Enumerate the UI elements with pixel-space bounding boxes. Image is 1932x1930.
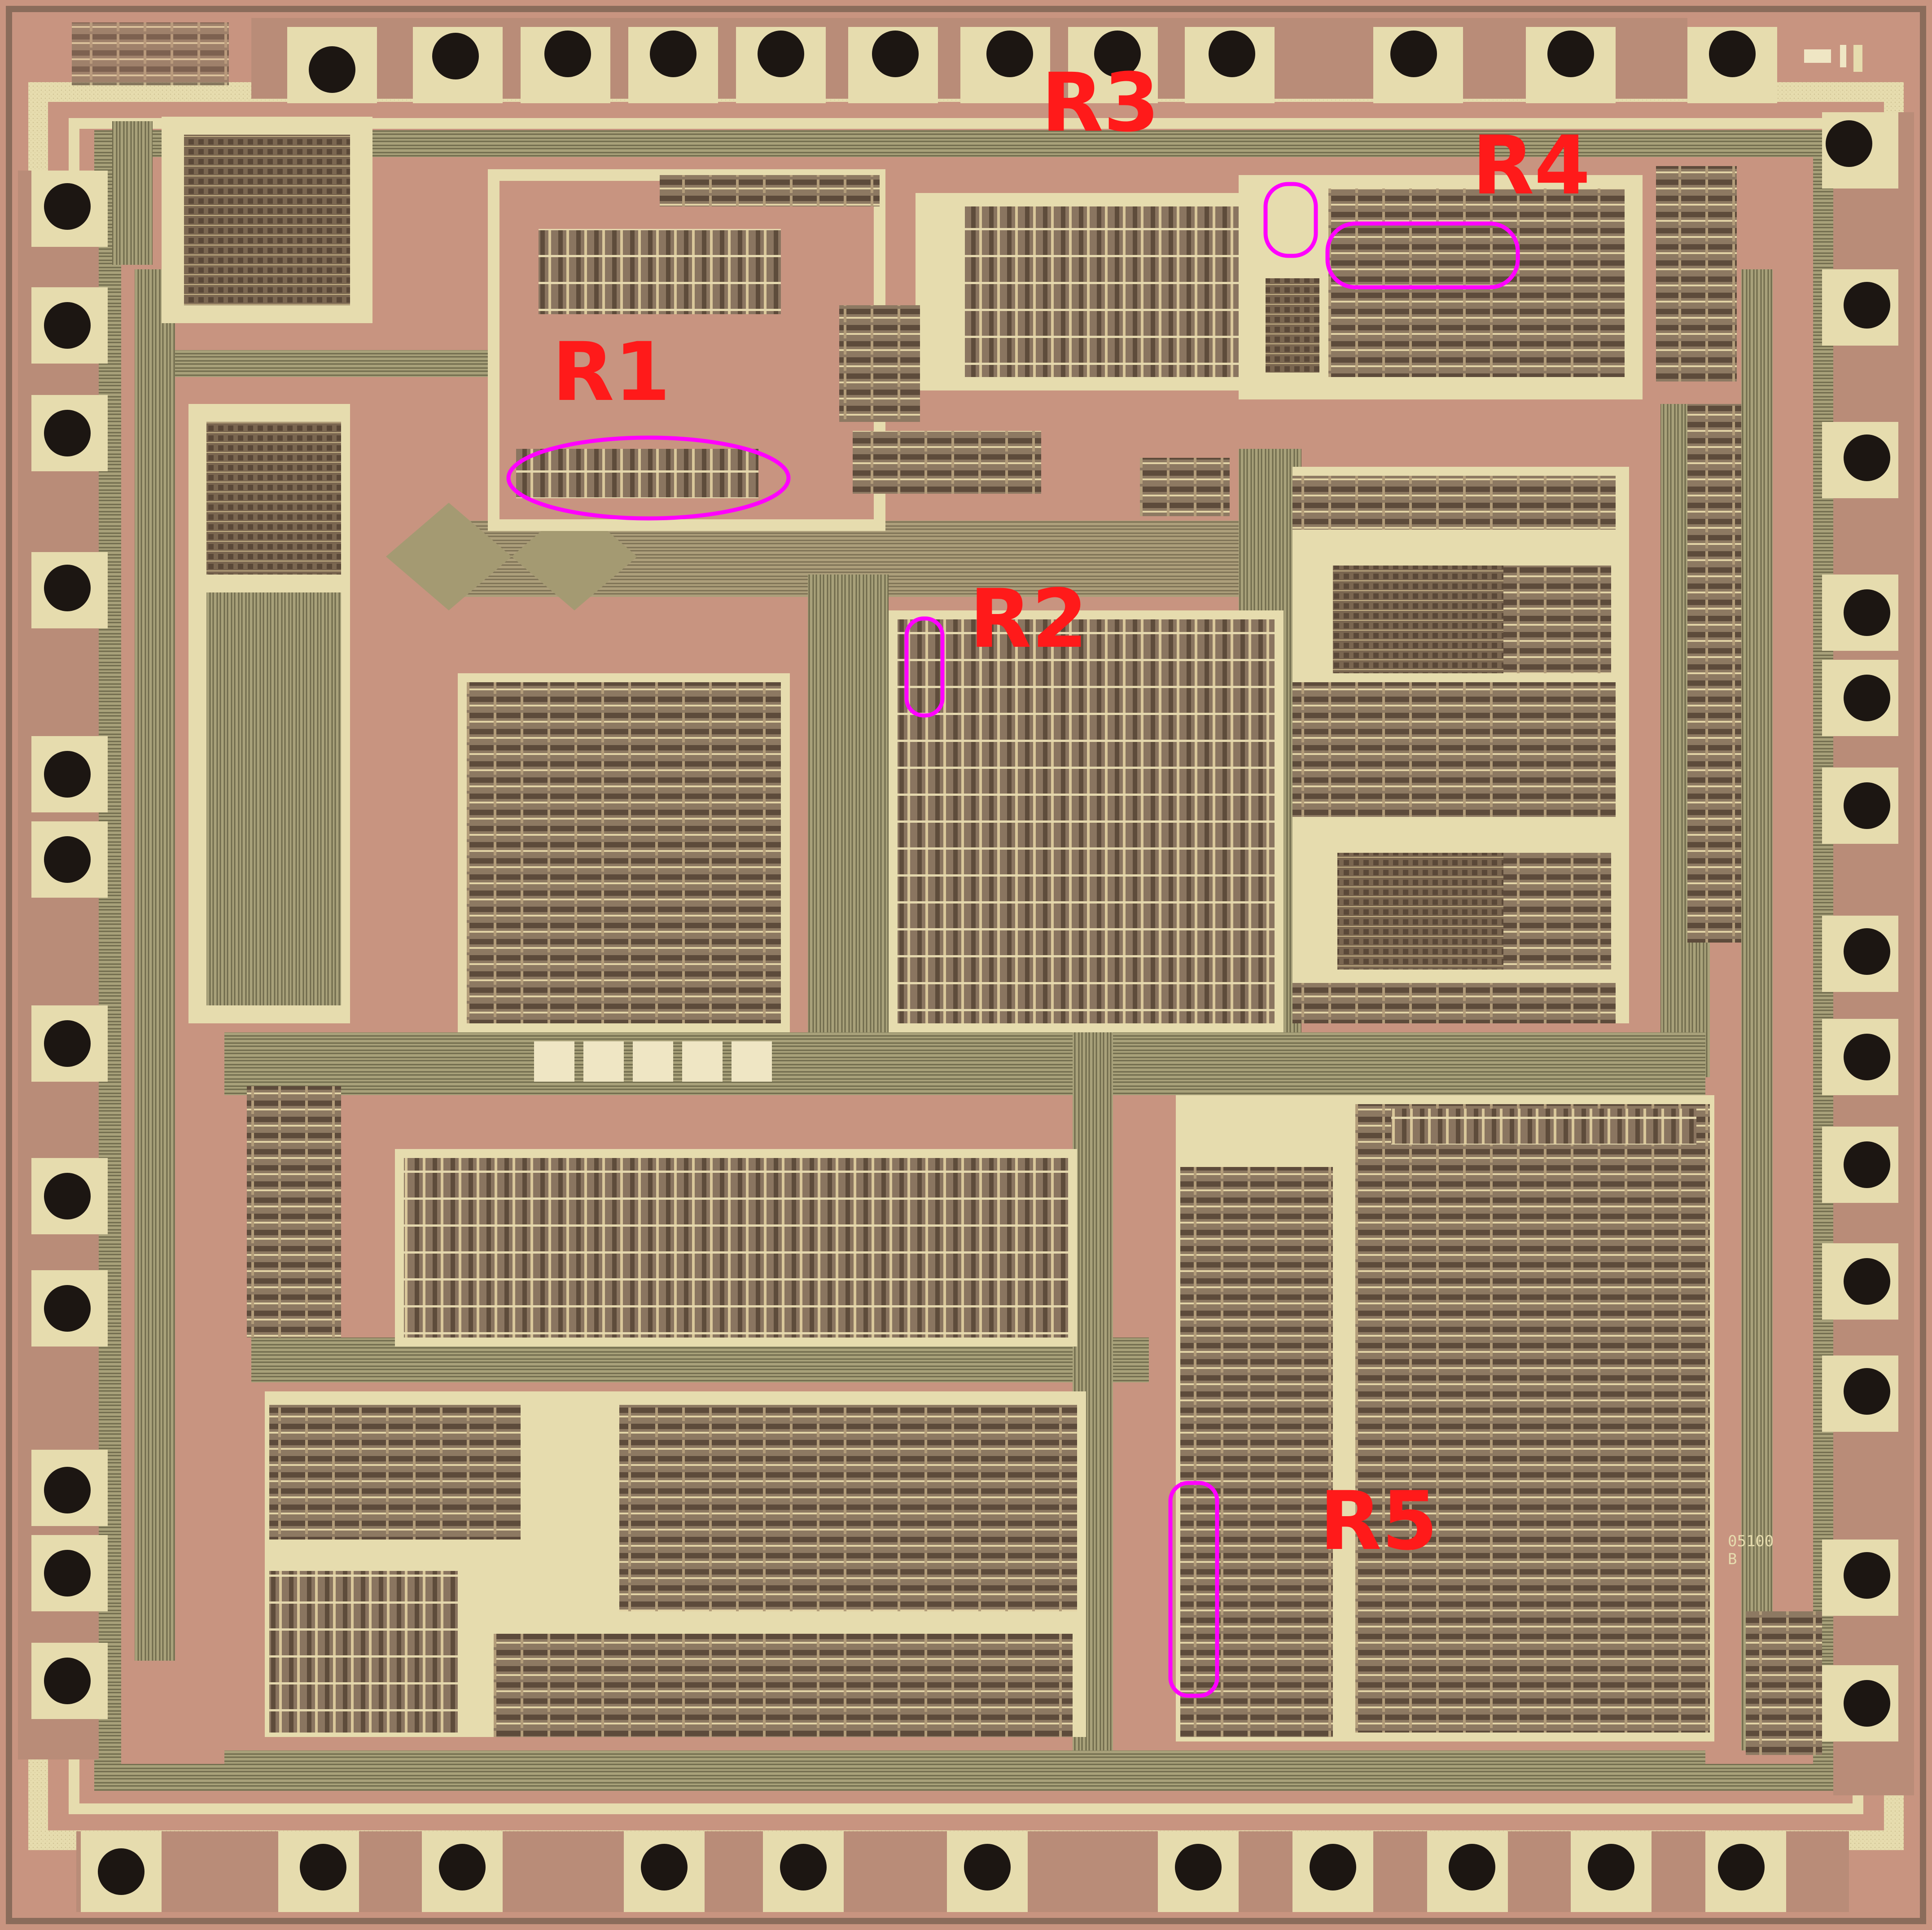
left-upper-array <box>206 422 341 575</box>
r4-highlight-wide <box>1325 221 1520 290</box>
bond-pads-top <box>287 27 1777 103</box>
region-label-r2: R2 <box>969 572 1088 666</box>
top-right-column <box>1656 166 1737 382</box>
bottom-left-array-3 <box>269 1571 458 1733</box>
central-array <box>898 619 1275 1023</box>
bottom-left-array-4 <box>494 1634 1073 1737</box>
top-mark-glyphs <box>72 22 229 85</box>
top-center-side <box>839 305 920 422</box>
r4-highlight-small <box>1263 182 1318 258</box>
top-left-edge-strip <box>112 121 153 265</box>
die-edge <box>6 6 1926 1924</box>
upper-strip <box>660 175 880 206</box>
r1-highlight <box>506 435 791 521</box>
bond-pads-left <box>31 171 108 1719</box>
bottom-left-array-2 <box>619 1405 1077 1611</box>
right-mid-array-2-side <box>1503 853 1611 969</box>
die-markings: 05100 B <box>1728 45 1862 1568</box>
bottom-right-array-left <box>1180 1167 1333 1737</box>
top-left-array <box>184 135 350 305</box>
top-center-small-block <box>1140 458 1230 516</box>
bond-pads-bottom <box>81 1831 1786 1912</box>
region-label-r5: R5 <box>1319 1474 1438 1568</box>
region-highlights <box>506 182 1520 1698</box>
center-left-array <box>467 682 781 1023</box>
bottom-right-array-main <box>1355 1104 1710 1733</box>
region-label-r4: R4 <box>1472 119 1590 213</box>
right-mid-array-1-side <box>1503 566 1611 673</box>
bottom-right-corner-logic <box>1746 1611 1822 1755</box>
right-mid-top-row <box>1292 476 1616 530</box>
region-label-r3: R3 <box>1041 56 1160 150</box>
r1-cell-row <box>516 449 758 498</box>
right-mid-row-2 <box>1292 682 1616 817</box>
top-center-array <box>965 206 1243 377</box>
bottom-left-array-1 <box>269 1405 521 1540</box>
right-mid-array-2 <box>1337 853 1503 969</box>
die-marking-line2: B <box>1728 1550 1737 1568</box>
bond-pads-right <box>1822 112 1898 1741</box>
right-mid-array-1 <box>1333 566 1503 673</box>
left-column-array <box>206 592 341 1005</box>
top-right-array <box>1328 189 1625 377</box>
bottom-right-top-strip <box>1391 1109 1696 1145</box>
r5-highlight <box>1168 1481 1219 1698</box>
lower-left-column <box>247 1086 341 1338</box>
top-right-small <box>1266 278 1319 373</box>
top-center-lower-row <box>853 431 1041 494</box>
r2-highlight <box>904 616 945 718</box>
upper-logic-block <box>539 229 781 314</box>
right-mid-bottom-row <box>1292 983 1616 1023</box>
right-edge-column <box>1687 404 1741 943</box>
lower-center-array <box>404 1158 1068 1338</box>
die-marking-line1: 05100 <box>1728 1532 1774 1550</box>
test-pads <box>534 1041 772 1082</box>
region-label-r1: R1 <box>552 325 670 419</box>
